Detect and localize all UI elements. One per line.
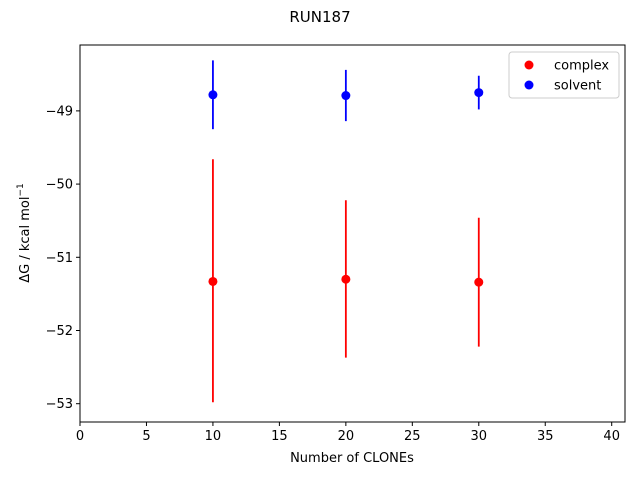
data-point-solvent xyxy=(474,88,484,98)
data-point-complex xyxy=(208,276,218,286)
legend-box xyxy=(508,51,620,99)
x-tick-label: 30 xyxy=(471,429,488,444)
x-tick-label: 40 xyxy=(603,429,620,444)
data-point-complex xyxy=(341,274,351,284)
legend-marker-solvent xyxy=(524,80,534,90)
legend-label-complex: complex xyxy=(554,59,609,74)
y-tick-label: −53 xyxy=(46,397,73,412)
x-tick-label: 20 xyxy=(338,429,355,444)
y-axis-label: ΔG / kcal mol−1 xyxy=(16,183,33,283)
x-tick-label: 15 xyxy=(271,429,288,444)
chart-marks xyxy=(208,60,484,403)
y-tick-label: −52 xyxy=(46,324,73,339)
y-tick-label: −50 xyxy=(46,178,73,193)
chart-title: RUN187 xyxy=(289,8,350,26)
plot-area xyxy=(80,45,625,422)
y-axis-label-superscript: −1 xyxy=(16,183,26,196)
y-tick-label: −49 xyxy=(46,104,73,119)
y-axis-label-main: ΔG / kcal mol xyxy=(18,197,33,283)
data-point-complex xyxy=(474,277,484,287)
x-axis-label: Number of CLONEs xyxy=(290,451,414,466)
legend-marker-complex xyxy=(524,60,534,70)
x-tick-label: 5 xyxy=(142,429,150,444)
legend-label-solvent: solvent xyxy=(554,79,601,94)
data-point-solvent xyxy=(208,90,218,100)
x-tick-label: 25 xyxy=(404,429,421,444)
data-point-solvent xyxy=(341,91,351,101)
y-tick-label: −51 xyxy=(46,251,73,266)
x-tick-label: 10 xyxy=(205,429,222,444)
x-tick-label: 35 xyxy=(537,429,554,444)
x-tick-label: 0 xyxy=(76,429,84,444)
axes: 0 5 10 15 20 25 30 35 40 −49 −50 −51 −52 −53 xyxy=(46,104,620,444)
plot-frame xyxy=(79,44,626,423)
legend: complex solvent xyxy=(508,51,620,99)
